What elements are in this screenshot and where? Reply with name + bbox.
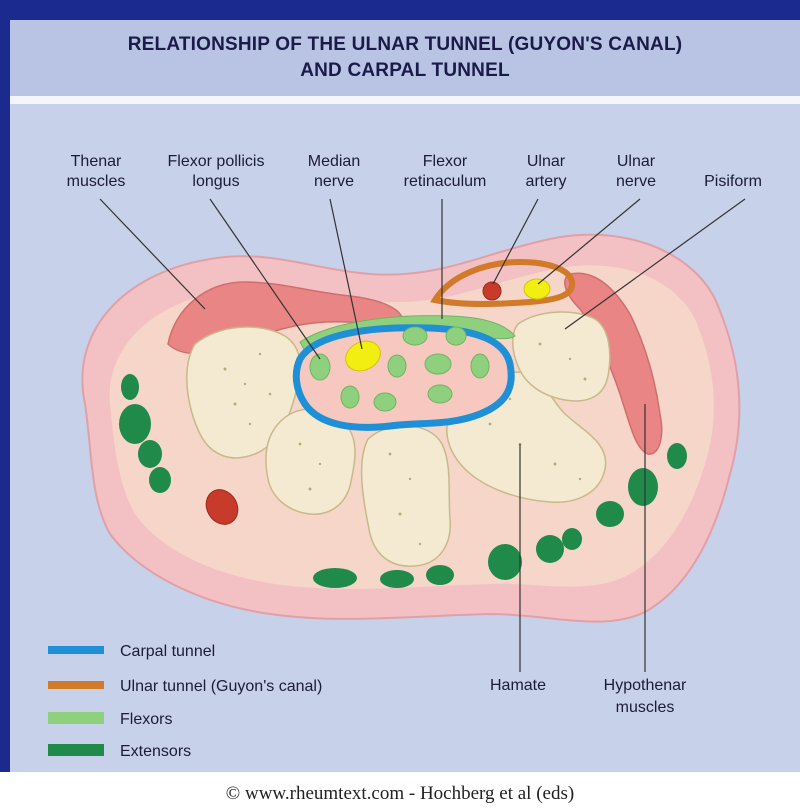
label-ulnar-nerve-1: Ulnar	[617, 153, 656, 170]
label-pisiform: Pisiform	[704, 173, 762, 190]
legend-label-ulnar-tunnel: Ulnar tunnel (Guyon's canal)	[120, 678, 322, 695]
diagram-title-line-2: AND CARPAL TUNNEL	[10, 60, 800, 82]
label-median-1: Median	[308, 153, 360, 170]
legend-swatch-flexors	[48, 712, 104, 724]
legend: Carpal tunnel Ulnar tunnel (Guyon's cana…	[48, 643, 322, 760]
legend-swatch-carpal-tunnel	[48, 646, 104, 654]
legend-swatch-ulnar-tunnel	[48, 681, 104, 689]
wrist-cross-section-diagram: Thenar muscles Flexor pollicis longus Me…	[10, 104, 800, 772]
label-thenar-1: Thenar	[71, 153, 122, 170]
slide-corner	[0, 0, 130, 20]
legend-label-flexors: Flexors	[120, 711, 172, 728]
diagram-panel: Thenar muscles Flexor pollicis longus Me…	[10, 104, 800, 772]
label-retinaculum-1: Flexor	[423, 153, 468, 170]
legend-label-extensors: Extensors	[120, 743, 191, 760]
label-fpl-2: longus	[192, 173, 239, 190]
label-retinaculum-2: retinaculum	[404, 173, 487, 190]
ulnar-artery	[483, 282, 501, 300]
legend-swatch-extensors	[48, 744, 104, 756]
label-ulnar-nerve-2: nerve	[616, 173, 656, 190]
label-median-2: nerve	[314, 173, 354, 190]
label-hypothenar-2: muscles	[616, 699, 675, 716]
footer: © www.rheumtext.com - Hochberg et al (ed…	[0, 772, 800, 810]
ulnar-nerve	[524, 279, 550, 299]
title-divider	[10, 96, 800, 104]
label-hypothenar-1: Hypothenar	[604, 677, 687, 694]
label-thenar-2: muscles	[67, 173, 126, 190]
label-artery-1: Ulnar	[527, 153, 566, 170]
legend-label-carpal-tunnel: Carpal tunnel	[120, 643, 215, 660]
copyright-text: © www.rheumtext.com - Hochberg et al (ed…	[0, 783, 800, 805]
label-fpl-1: Flexor pollicis	[168, 153, 265, 170]
title-band: RELATIONSHIP OF THE ULNAR TUNNEL (GUYON'…	[10, 20, 800, 96]
label-hamate: Hamate	[490, 677, 546, 694]
diagram-title-line-1: RELATIONSHIP OF THE ULNAR TUNNEL (GUYON'…	[10, 34, 800, 56]
capitate-bone	[362, 426, 451, 567]
label-artery-2: artery	[526, 173, 567, 190]
